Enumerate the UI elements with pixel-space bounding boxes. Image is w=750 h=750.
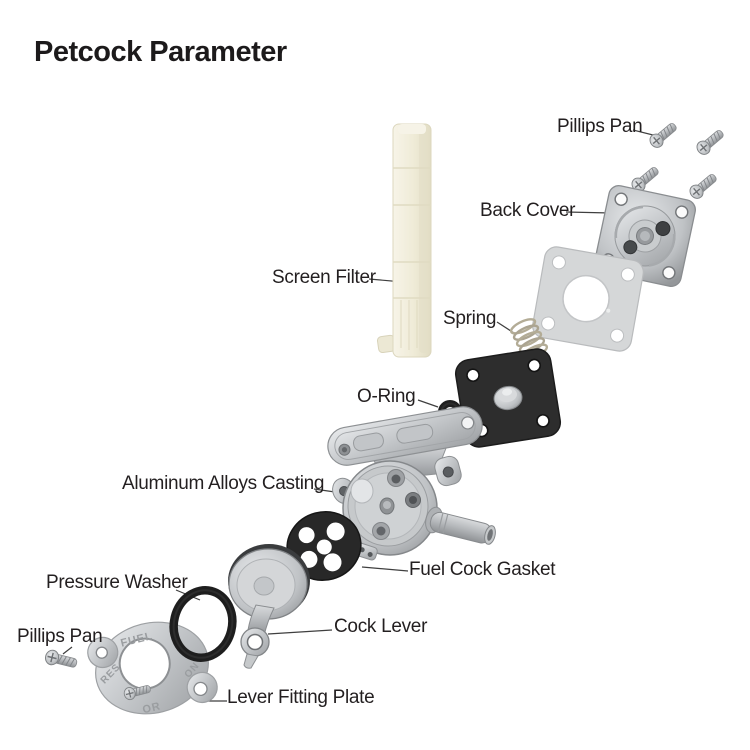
phillips-screw-bottom <box>43 648 80 672</box>
label-spring: Spring <box>443 308 497 329</box>
cock-lever-part <box>228 544 310 669</box>
leader-line-cock-lever <box>267 629 333 635</box>
label-pressure-washer: Pressure Washer <box>46 572 188 593</box>
plate-marking-or: OR <box>141 700 162 716</box>
label-pillips-pan-top: Pillips Pan <box>557 116 643 137</box>
phillips-screw <box>646 119 681 151</box>
page-title: Petcock Parameter <box>34 36 287 68</box>
label-o-ring: O-Ring <box>357 386 416 407</box>
label-pillips-pan-bottom: Pillips Pan <box>17 626 103 647</box>
label-back-cover: Back Cover <box>480 200 576 221</box>
label-lever-fitting-plate: Lever Fitting Plate <box>227 687 375 708</box>
phillips-screw <box>693 126 728 158</box>
leader-line-pillips-bottom <box>62 646 73 655</box>
leader-line-o-ring <box>417 399 439 408</box>
fuel-cock-gasket-part <box>286 511 362 581</box>
lever-fitting-plate-part: FUEL RES ON OR <box>87 621 218 716</box>
screen-filter-part <box>376 123 432 358</box>
leader-lines <box>62 129 658 702</box>
leader-line-back-cover <box>565 211 612 214</box>
label-cock-lever: Cock Lever <box>334 616 428 637</box>
label-screen-filter: Screen Filter <box>272 267 376 288</box>
label-aluminum-alloys-casting: Aluminum Alloys Casting <box>122 473 325 494</box>
phillips-screw <box>686 170 721 202</box>
label-fuel-cock-gasket: Fuel Cock Gasket <box>409 559 556 580</box>
pressure-washer-part <box>169 586 237 662</box>
back-cover-gasket-part <box>532 246 644 352</box>
leader-line-fuel-cock-gasket <box>361 566 409 572</box>
